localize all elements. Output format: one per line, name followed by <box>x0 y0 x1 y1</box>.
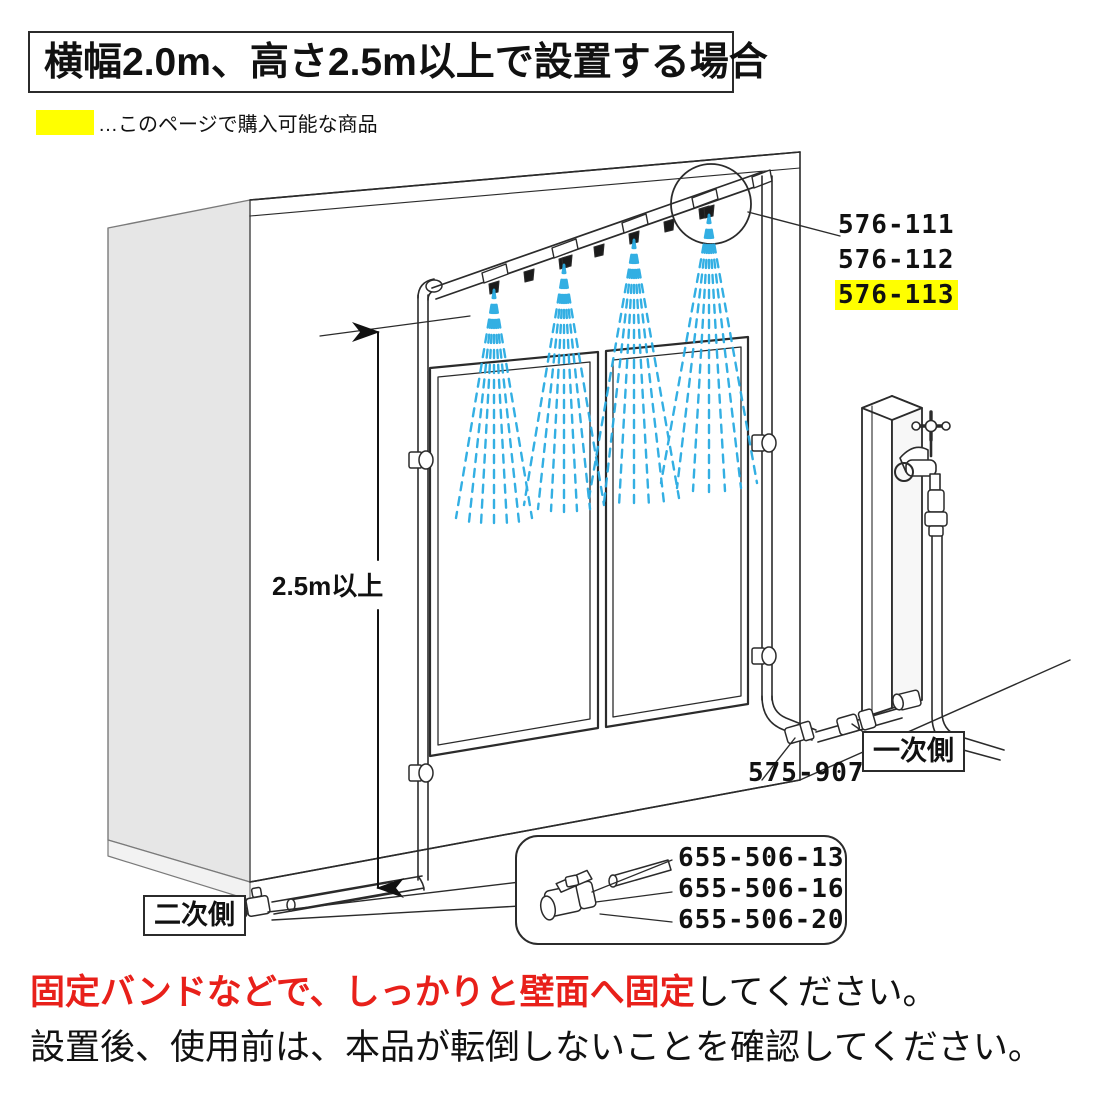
legend-color-swatch <box>36 110 94 135</box>
part-number-655-506-16: 655-506-16 <box>678 874 845 904</box>
legend: …このページで購入可能な商品 <box>36 108 378 137</box>
spray-cone <box>659 213 759 494</box>
note-line-2: 設置後、使用前は、本品が転倒しないことを確認してください。 <box>30 1028 1043 1067</box>
note-line-1-tail: してください。 <box>694 973 938 1012</box>
label-primary-side: 一次側 <box>862 731 965 773</box>
callout-ball-valve <box>539 859 672 921</box>
note-line-1-emphasis: 固定バンドなどで、しっかりと壁面へ固定 <box>30 973 695 1012</box>
part-number-655-506-20: 655-506-20 <box>678 905 845 935</box>
dimension-label-height: 2.5m以上 <box>272 571 384 601</box>
building-side-wall <box>107 199 251 901</box>
faucet-tap <box>894 410 951 491</box>
wall-mount-bands <box>408 433 777 783</box>
label-secondary-side: 二次側 <box>143 895 246 937</box>
spray-cone <box>454 288 534 527</box>
part-number-576-113-highlighted: 576-113 <box>835 280 958 310</box>
pipe-left-vertical <box>417 278 443 881</box>
mist-nozzles <box>488 204 715 295</box>
spray-cone <box>522 263 606 514</box>
note-line-1: 固定バンドなどで、しっかりと壁面へ固定してください。 <box>30 975 938 1010</box>
part-number-576-112: 576-112 <box>838 245 955 275</box>
window-frames <box>428 335 750 758</box>
spray-cones <box>454 213 759 527</box>
page-title: 横幅2.0m、高さ2.5m以上で設置する場合 <box>44 40 768 84</box>
spray-cone <box>587 238 681 509</box>
part-number-575-907: 575-907 <box>748 758 865 788</box>
water-faucet-post <box>861 395 1005 761</box>
part-number-655-506-13: 655-506-13 <box>678 843 845 873</box>
connector-575-907 <box>784 720 815 745</box>
part-number-576-111: 576-111 <box>838 210 955 240</box>
parts-callout-box <box>515 835 847 945</box>
page-title-box: 横幅2.0m、高さ2.5m以上で設置する場合 <box>28 31 768 93</box>
installation-diagram <box>107 151 1071 945</box>
legend-label: …このページで購入可能な商品 <box>98 114 378 136</box>
